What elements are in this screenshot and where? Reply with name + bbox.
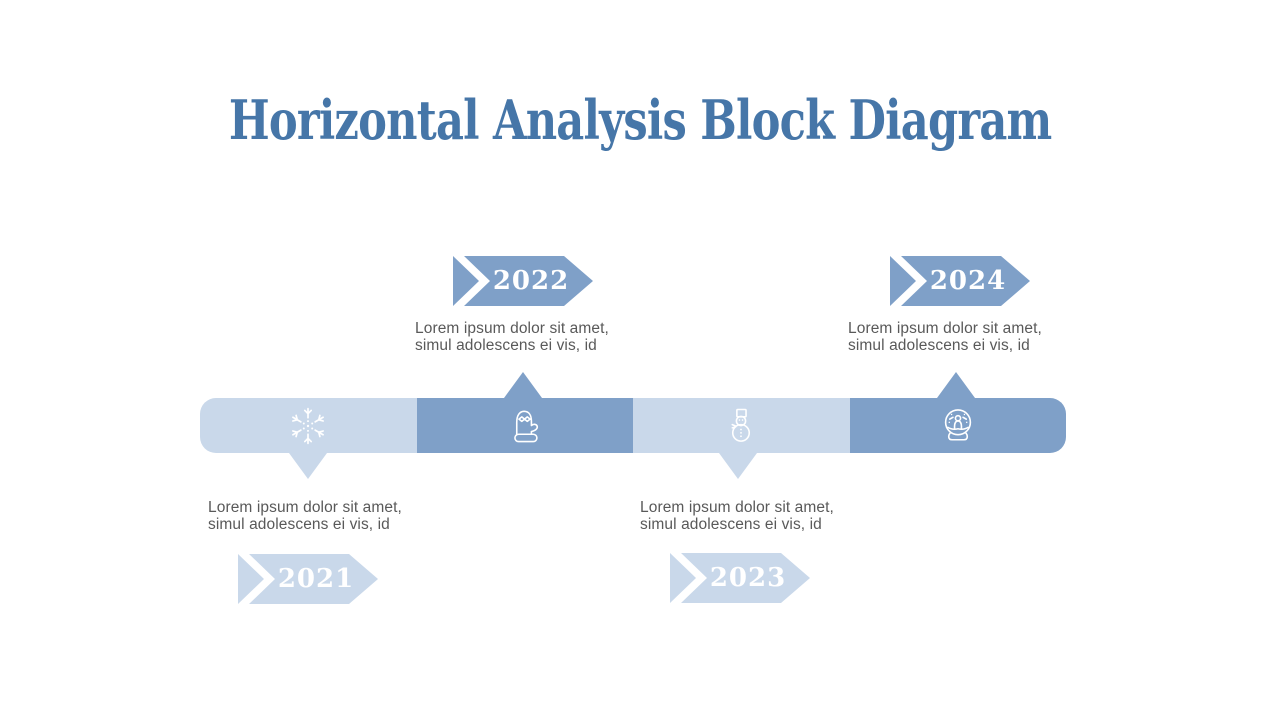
year-banner-2022: 2022	[453, 256, 593, 306]
year-label: 2021	[277, 564, 355, 594]
description-line: Lorem ipsum dolor sit amet,	[848, 320, 1042, 337]
milestone-description-2023: Lorem ipsum dolor sit amet, simul adoles…	[640, 499, 880, 533]
year-label: 2023	[709, 563, 787, 593]
year-banner-2021: 2021	[238, 554, 378, 604]
description-line: simul adolescens ei vis, id	[640, 515, 822, 533]
description-line: Lorem ipsum dolor sit amet,	[208, 499, 402, 516]
description-line: simul adolescens ei vis, id	[848, 336, 1030, 354]
description-line: simul adolescens ei vis, id	[415, 336, 597, 354]
snow-globe-icon	[936, 404, 980, 448]
milestone-description-2022: Lorem ipsum dolor sit amet, simul adoles…	[415, 320, 655, 354]
snowman-icon	[719, 404, 763, 448]
chevron-banner-shape	[670, 553, 810, 603]
page-title: Horizontal Analysis Block Diagram	[228, 88, 1052, 152]
timeline-segment-2023	[633, 398, 850, 453]
description-line: Lorem ipsum dolor sit amet,	[415, 320, 609, 337]
timeline-segment-2022	[416, 398, 633, 453]
milestone-description-2021: Lorem ipsum dolor sit amet, simul adoles…	[208, 499, 448, 533]
year-banner-2023: 2023	[670, 553, 810, 603]
chevron-banner-shape	[890, 256, 1030, 306]
description-line: Lorem ipsum dolor sit amet,	[640, 499, 834, 516]
mitten-icon	[503, 404, 547, 448]
pointer-down-2023	[719, 453, 757, 479]
snowflake-icon	[286, 404, 330, 448]
title-container: Horizontal Analysis Block Diagram	[0, 90, 1280, 150]
pointer-up-2024	[937, 372, 975, 398]
timeline-segment-2024	[849, 398, 1066, 453]
year-banner-2024: 2024	[890, 256, 1030, 306]
year-label: 2022	[492, 266, 570, 296]
timeline-bar	[200, 398, 1066, 453]
year-label: 2024	[929, 266, 1007, 296]
chevron-banner-shape	[453, 256, 593, 306]
timeline-segment-2021	[200, 398, 417, 453]
pointer-up-2022	[504, 372, 542, 398]
description-line: simul adolescens ei vis, id	[208, 515, 390, 533]
chevron-banner-shape	[238, 554, 378, 604]
pointer-down-2021	[289, 453, 327, 479]
milestone-description-2024: Lorem ipsum dolor sit amet, simul adoles…	[848, 320, 1088, 354]
